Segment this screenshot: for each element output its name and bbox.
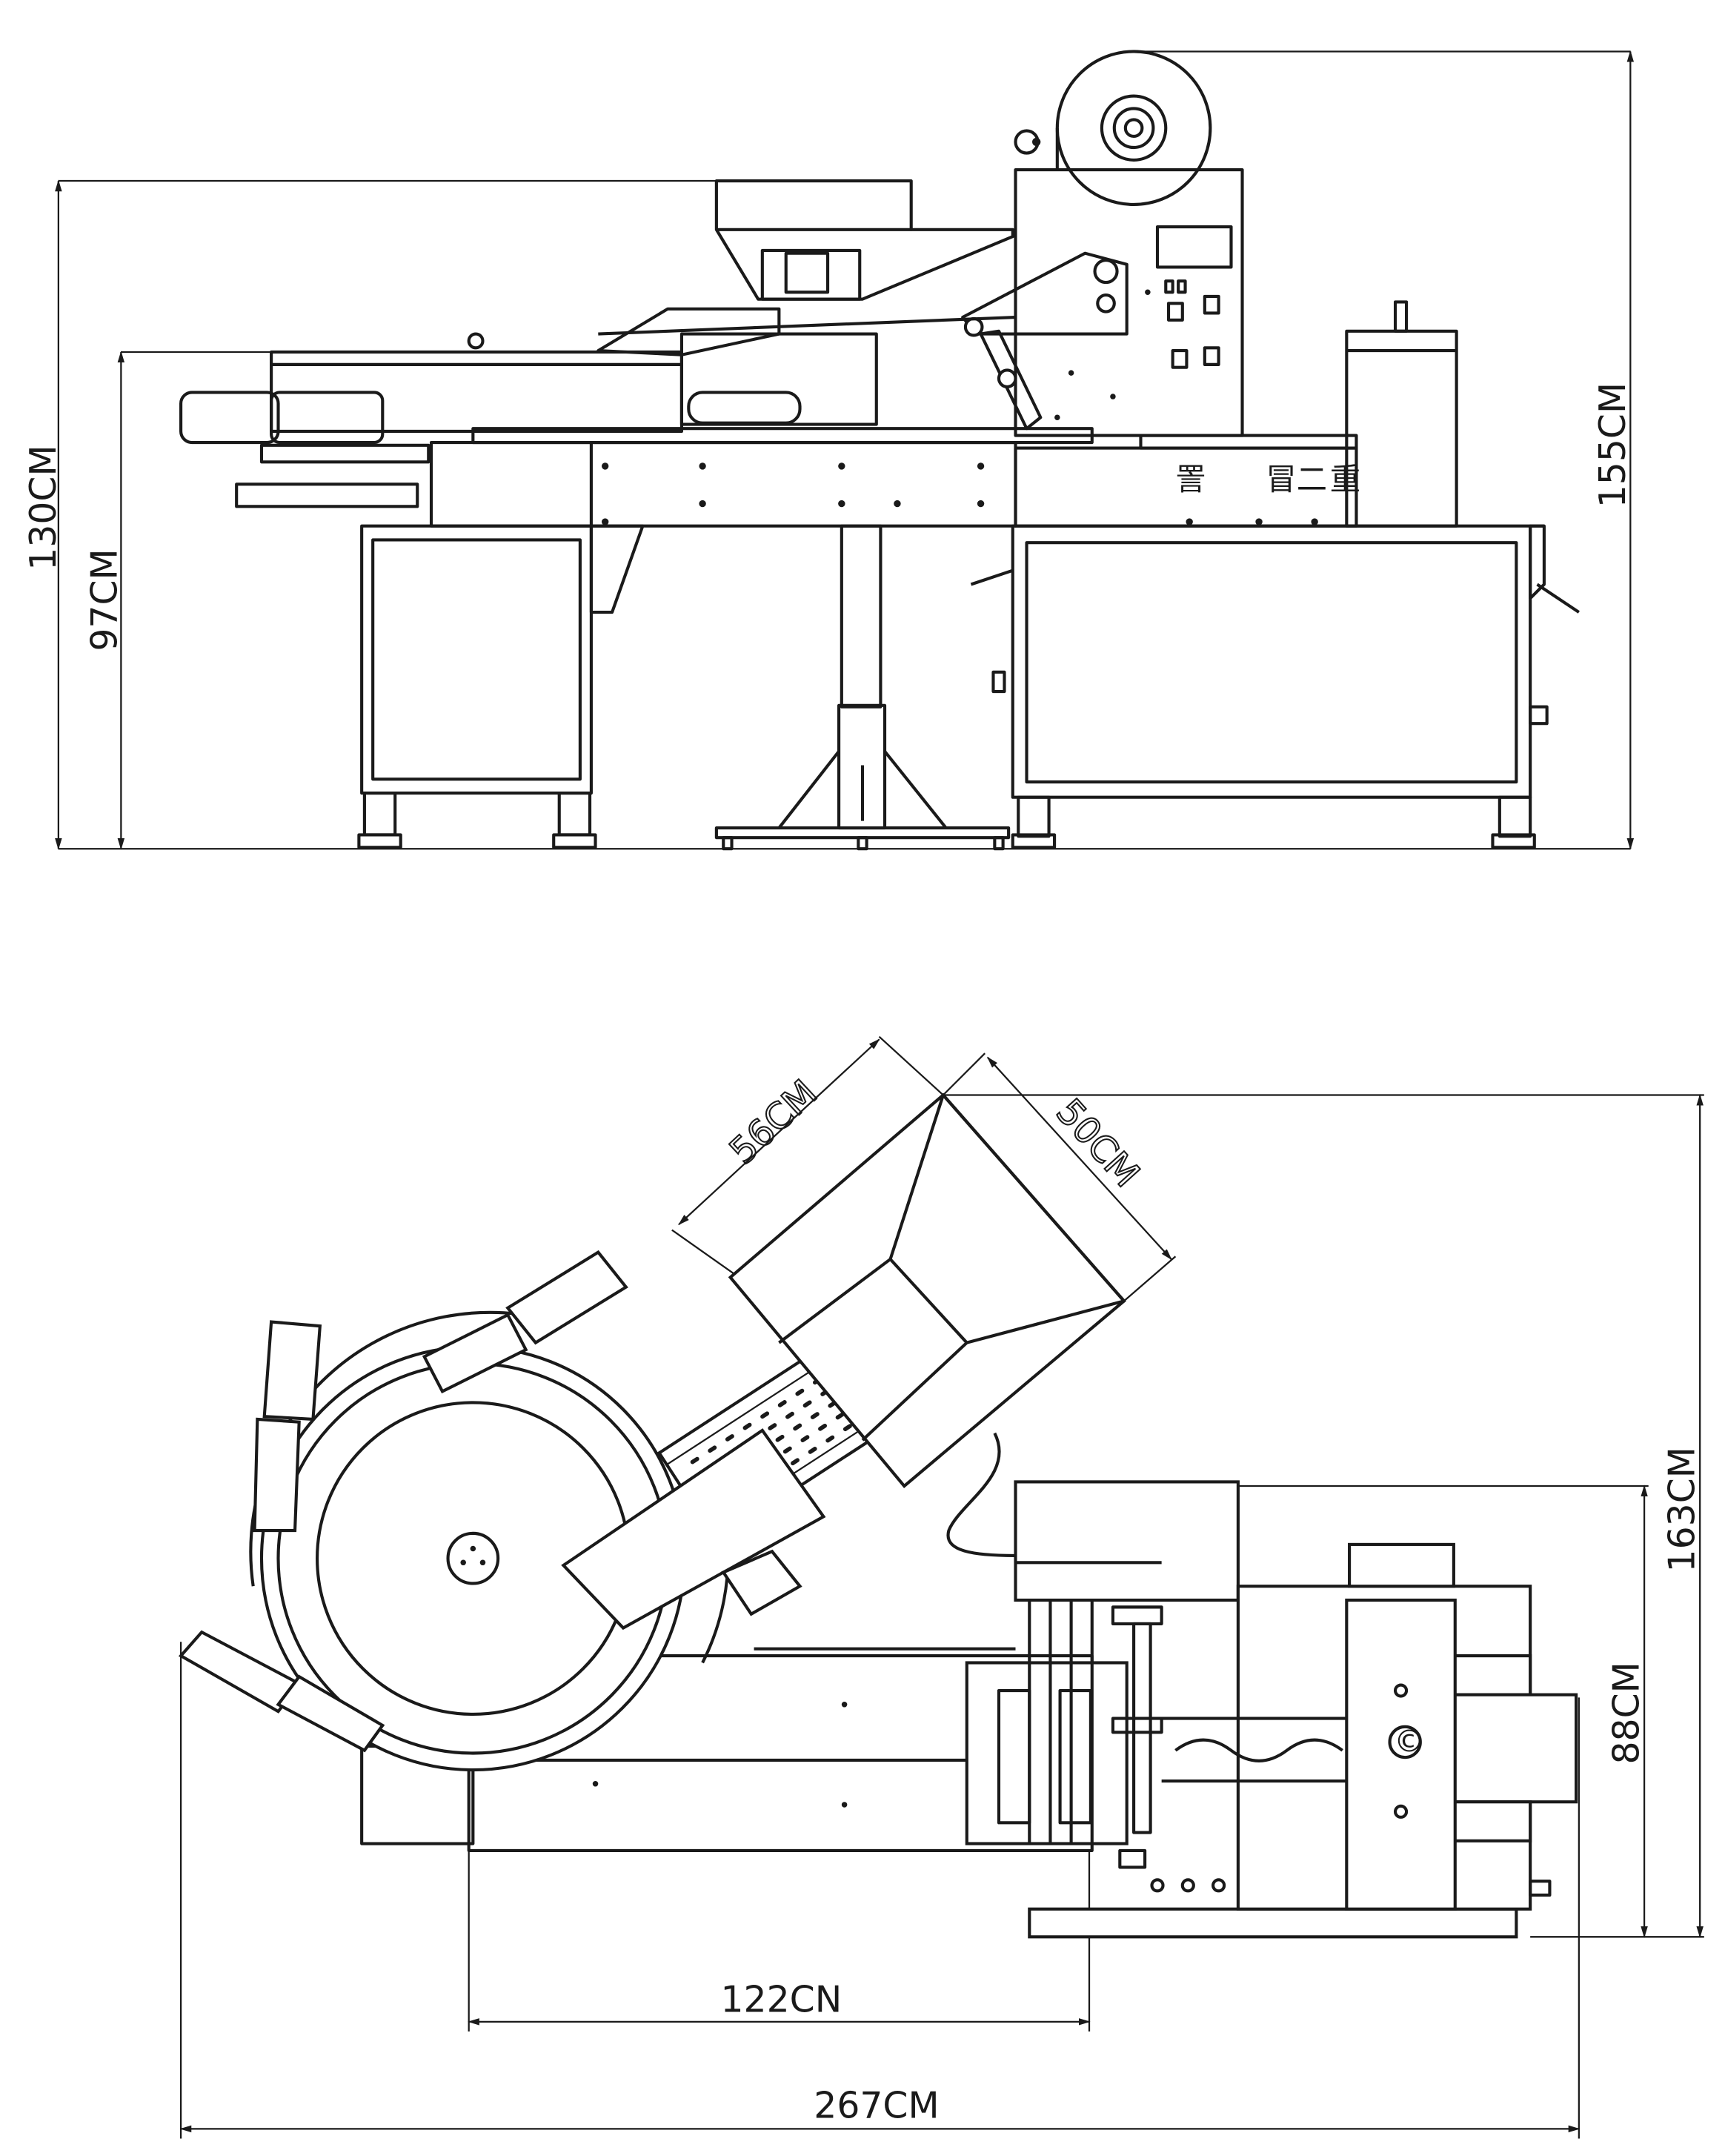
dimension-label: 88CM xyxy=(1606,1662,1648,1764)
feed-hopper xyxy=(714,179,1014,301)
bowl-hub xyxy=(446,1531,500,1585)
dimension-163cm: 163CM xyxy=(943,1093,1704,1938)
swing-arm xyxy=(961,251,1129,431)
panel-mark: 詈 xyxy=(1175,462,1206,497)
display-screen xyxy=(1155,225,1233,269)
panel-mark: 二 xyxy=(1297,462,1327,497)
drive-motor xyxy=(179,391,431,508)
dimension-label: 163CM xyxy=(1661,1447,1704,1572)
side-elevation-view: 130CM 97CM 155CM xyxy=(22,50,1635,851)
dimension-97cm: 97CM xyxy=(84,351,279,850)
dimension-label: 155CM xyxy=(1592,382,1634,508)
dimension-label: 130CM xyxy=(22,445,64,570)
dimension-130cm: 130CM xyxy=(22,179,717,850)
left-cabinet xyxy=(357,524,645,849)
support-column xyxy=(714,524,1011,851)
dimension-label: 122CN xyxy=(721,1979,842,2021)
discharge-chute xyxy=(561,1428,826,1631)
panel-mark: 冒 xyxy=(1266,462,1296,497)
knob-mark: © xyxy=(1394,1724,1424,1759)
sealing-head xyxy=(1345,1598,1457,1911)
main-frame-beam: 詈 冒 二 重 xyxy=(429,427,1360,528)
film-roll xyxy=(1014,50,1212,207)
dimension-label: 56CM xyxy=(722,1072,825,1172)
right-cabinet xyxy=(970,524,1580,849)
dimension-267cm: 267CM xyxy=(179,1642,1581,2139)
dimension-122cn: 122CN xyxy=(468,1850,1091,2031)
dimension-label: 97CM xyxy=(84,548,126,651)
sealing-unit xyxy=(1345,300,1458,528)
vibratory-bowl-feeder xyxy=(178,1250,730,1772)
wrapping-machine-plan: © xyxy=(965,1480,1578,1939)
control-tower xyxy=(1014,167,1244,437)
dimension-155cm: 155CM xyxy=(1134,50,1635,850)
infeed-conveyor xyxy=(270,307,1016,434)
plan-view: 56CM 50CM 163CM 88CM 122CN 267CM xyxy=(178,1035,1704,2139)
dimension-label: 267CM xyxy=(814,2084,939,2126)
dimension-88cm: 88CM xyxy=(1237,1485,1649,1938)
hopper-plan xyxy=(728,1092,1126,1557)
